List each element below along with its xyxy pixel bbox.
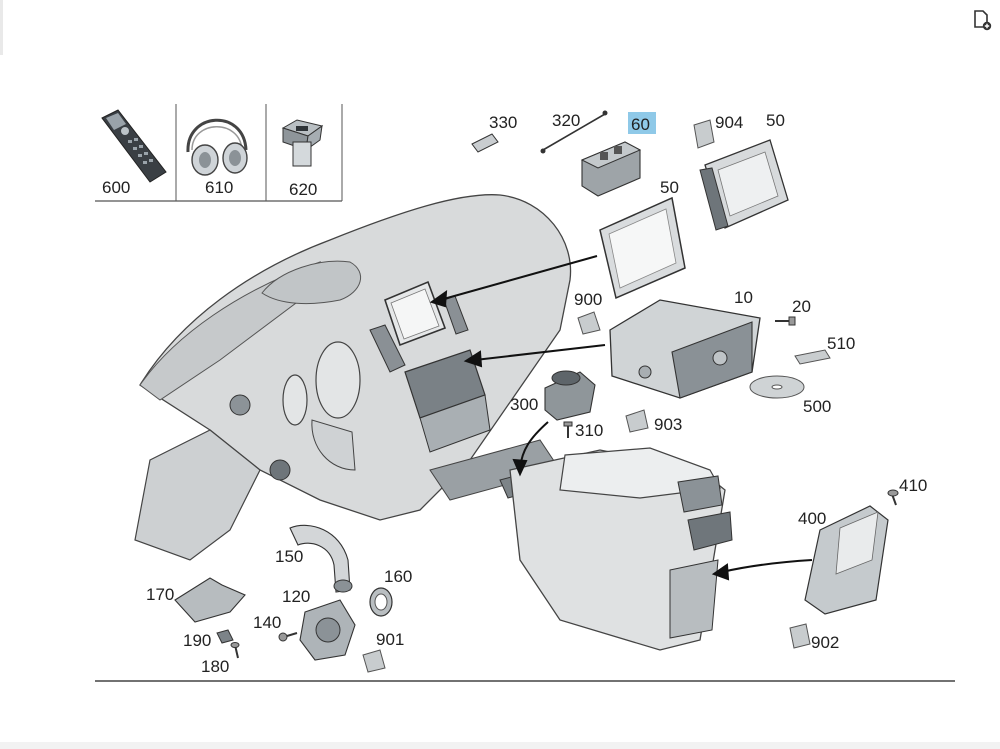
label-150[interactable]: 150 <box>275 547 303 566</box>
label-620[interactable]: 620 <box>289 180 317 199</box>
part-190-clip-icon[interactable] <box>216 629 234 644</box>
label-901[interactable]: 901 <box>376 630 404 649</box>
part-500-disc-icon[interactable] <box>749 375 805 399</box>
highlight-box-60 <box>628 112 656 134</box>
part-60-module-icon[interactable] <box>580 141 642 197</box>
usb-socket-icon[interactable] <box>281 119 324 167</box>
label-902[interactable]: 902 <box>811 633 839 652</box>
label-120[interactable]: 120 <box>282 587 310 606</box>
label-904[interactable]: 904 <box>715 113 743 132</box>
part-900-tag-icon[interactable] <box>577 311 601 335</box>
label-900[interactable]: 900 <box>574 290 602 309</box>
part-120-blower-icon[interactable] <box>299 599 356 661</box>
part-901-tag-icon[interactable] <box>362 649 386 673</box>
label-510[interactable]: 510 <box>827 334 855 353</box>
label-160[interactable]: 160 <box>384 567 412 586</box>
part-150-duct-icon[interactable] <box>289 524 353 593</box>
label-50-top[interactable]: 50 <box>766 111 785 130</box>
label-410[interactable]: 410 <box>899 476 927 495</box>
part-50-display-front-icon[interactable] <box>599 196 686 300</box>
label-903[interactable]: 903 <box>654 415 682 434</box>
label-610[interactable]: 610 <box>205 178 233 197</box>
part-903-tag-icon[interactable] <box>625 409 649 433</box>
part-400-module-icon[interactable] <box>804 505 889 615</box>
document-settings-icon <box>974 10 992 31</box>
part-20-screw-icon[interactable] <box>775 316 796 326</box>
part-50-display-rear-icon[interactable] <box>699 139 789 231</box>
label-190[interactable]: 190 <box>183 631 211 650</box>
label-20[interactable]: 20 <box>792 297 811 316</box>
part-330-icon[interactable] <box>471 133 499 153</box>
label-50-middle[interactable]: 50 <box>660 178 679 197</box>
part-410-screw-icon[interactable] <box>887 489 899 506</box>
pointer-arrows <box>429 255 813 581</box>
headphones-icon[interactable] <box>186 118 248 176</box>
part-180-screw-icon[interactable] <box>230 642 240 659</box>
panel-edge <box>0 0 3 55</box>
bottom-bar <box>0 742 1000 749</box>
label-320[interactable]: 320 <box>552 111 580 130</box>
part-300-controller-icon[interactable] <box>544 370 596 421</box>
part-902-tag-icon[interactable] <box>789 623 811 649</box>
label-140[interactable]: 140 <box>253 613 281 632</box>
part-140-bolt-icon[interactable] <box>278 632 298 642</box>
label-10[interactable]: 10 <box>734 288 753 307</box>
label-330[interactable]: 330 <box>489 113 517 132</box>
label-300[interactable]: 300 <box>510 395 538 414</box>
label-180[interactable]: 180 <box>201 657 229 676</box>
remote-control-icon[interactable] <box>101 109 167 183</box>
label-310[interactable]: 310 <box>575 421 603 440</box>
part-320-cable-icon[interactable] <box>540 110 608 154</box>
accessories-panel <box>95 104 343 202</box>
center-console <box>509 447 733 651</box>
label-400[interactable]: 400 <box>798 509 826 528</box>
document-settings-button[interactable] <box>970 8 994 32</box>
part-510-card-icon[interactable] <box>794 349 831 365</box>
part-904-tag-icon[interactable] <box>693 119 715 149</box>
label-170[interactable]: 170 <box>146 585 174 604</box>
part-170-duct-icon[interactable] <box>174 577 246 623</box>
label-60[interactable]: 60 <box>631 115 650 134</box>
part-10-head-unit-icon[interactable] <box>609 299 761 399</box>
dashboard-assembly <box>134 194 572 561</box>
part-310-screw-icon[interactable] <box>563 421 573 438</box>
part-160-ring-icon[interactable] <box>369 587 393 617</box>
label-500[interactable]: 500 <box>803 397 831 416</box>
label-600[interactable]: 600 <box>102 178 130 197</box>
